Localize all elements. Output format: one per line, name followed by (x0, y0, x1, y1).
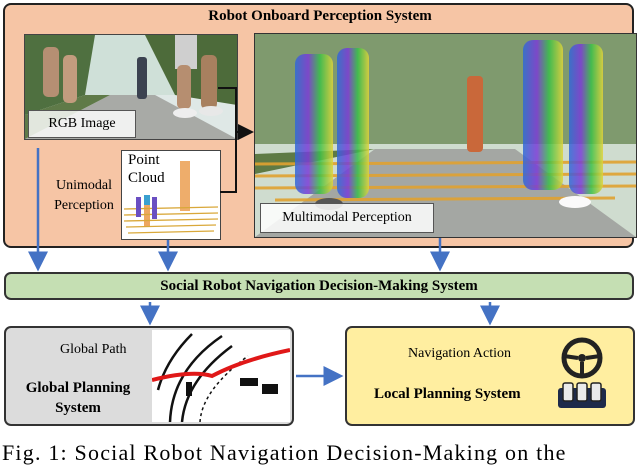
rgb-to-multimodal-arrow (218, 87, 254, 140)
unimodal-label-line2: Perception (54, 198, 114, 213)
global-path-map (152, 330, 290, 422)
global-title-line2: System (55, 400, 101, 416)
navigation-action-label: Navigation Action (408, 346, 512, 361)
point-cloud-label-line1: Point (128, 152, 160, 168)
figure-caption: Fig. 1: Social Robot Navigation Decision… (2, 440, 567, 465)
rgb-image-label: RGB Image (28, 110, 136, 138)
local-planning-title: Local Planning System (374, 386, 521, 402)
unimodal-perception-label: Unimodal Perception (48, 176, 120, 216)
global-title-line1: Global Planning (25, 380, 131, 396)
perception-title: Robot Onboard Perception System (208, 8, 432, 24)
unimodal-label-line1: Unimodal (56, 178, 112, 193)
global-planning-title: Global Planning System (14, 378, 142, 418)
pointcloud-to-multimodal-arrow (220, 132, 237, 193)
decision-making-system: Social Robot Navigation Decision-Making … (4, 272, 634, 300)
global-path-label: Global Path (60, 342, 127, 357)
point-cloud-label: Point Cloud (126, 151, 167, 187)
steering-wheel-pedals-icon (556, 336, 608, 412)
multimodal-perception-label: Multimodal Perception (260, 203, 434, 233)
point-cloud-label-line2: Cloud (128, 170, 165, 186)
